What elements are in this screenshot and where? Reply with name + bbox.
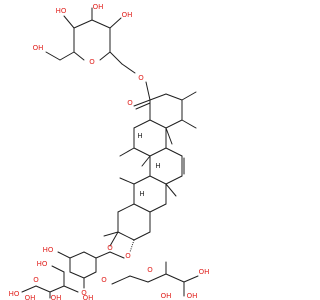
hydroxyl-rhamnose-2: OH xyxy=(187,292,198,300)
bottom-left-sugar-ring xyxy=(21,265,79,299)
hydroxyl-rhamnose-1: OH xyxy=(199,268,210,276)
h-label-2: H xyxy=(155,162,160,170)
ring-oxygen-top: O xyxy=(89,58,95,66)
h-label-1: H xyxy=(137,132,142,140)
hydroxymethyl-glucose: HO xyxy=(37,260,48,268)
aglycone-skeleton xyxy=(103,81,197,253)
ester-oxygen: O xyxy=(138,74,144,82)
hydroxyl-top-1: OH xyxy=(93,3,104,11)
ring-oxygen-central: O xyxy=(107,244,113,252)
structure-drawing: O OH HO OH OH O xyxy=(9,3,210,300)
glycoside-oxygen-2: O xyxy=(101,276,107,284)
hydroxyl-glucose-4: OH xyxy=(83,294,94,300)
hydroxyl-rhamnose-3: OH xyxy=(161,292,172,300)
central-sugar-ring xyxy=(57,251,125,289)
ring-oxygen-glucose: O xyxy=(33,276,39,284)
hydroxyl-glucose-2: OH xyxy=(25,294,36,300)
glycoside-oxygen-3: O xyxy=(81,289,87,297)
top-sugar-ring xyxy=(45,7,136,74)
ring-oxygen-rhamnose: O xyxy=(147,266,153,274)
h-label-3: H xyxy=(139,190,144,198)
molecule-diagram: O OH HO OH OH O xyxy=(8,3,210,300)
hydroxyl-glucose-3: OH xyxy=(51,294,62,300)
hydroxyl-central: HO xyxy=(43,246,54,254)
hydroxyl-top-2: HO xyxy=(56,7,67,15)
hydroxyl-top-3: OH xyxy=(122,11,133,19)
glycoside-oxygen-1: O xyxy=(125,252,131,260)
hydroxyl-top-4: OH xyxy=(33,44,44,52)
rhamnose-ring xyxy=(111,261,199,297)
hydroxyl-glucose-1: HO xyxy=(9,290,20,298)
carbonyl-oxygen: O xyxy=(127,99,133,107)
